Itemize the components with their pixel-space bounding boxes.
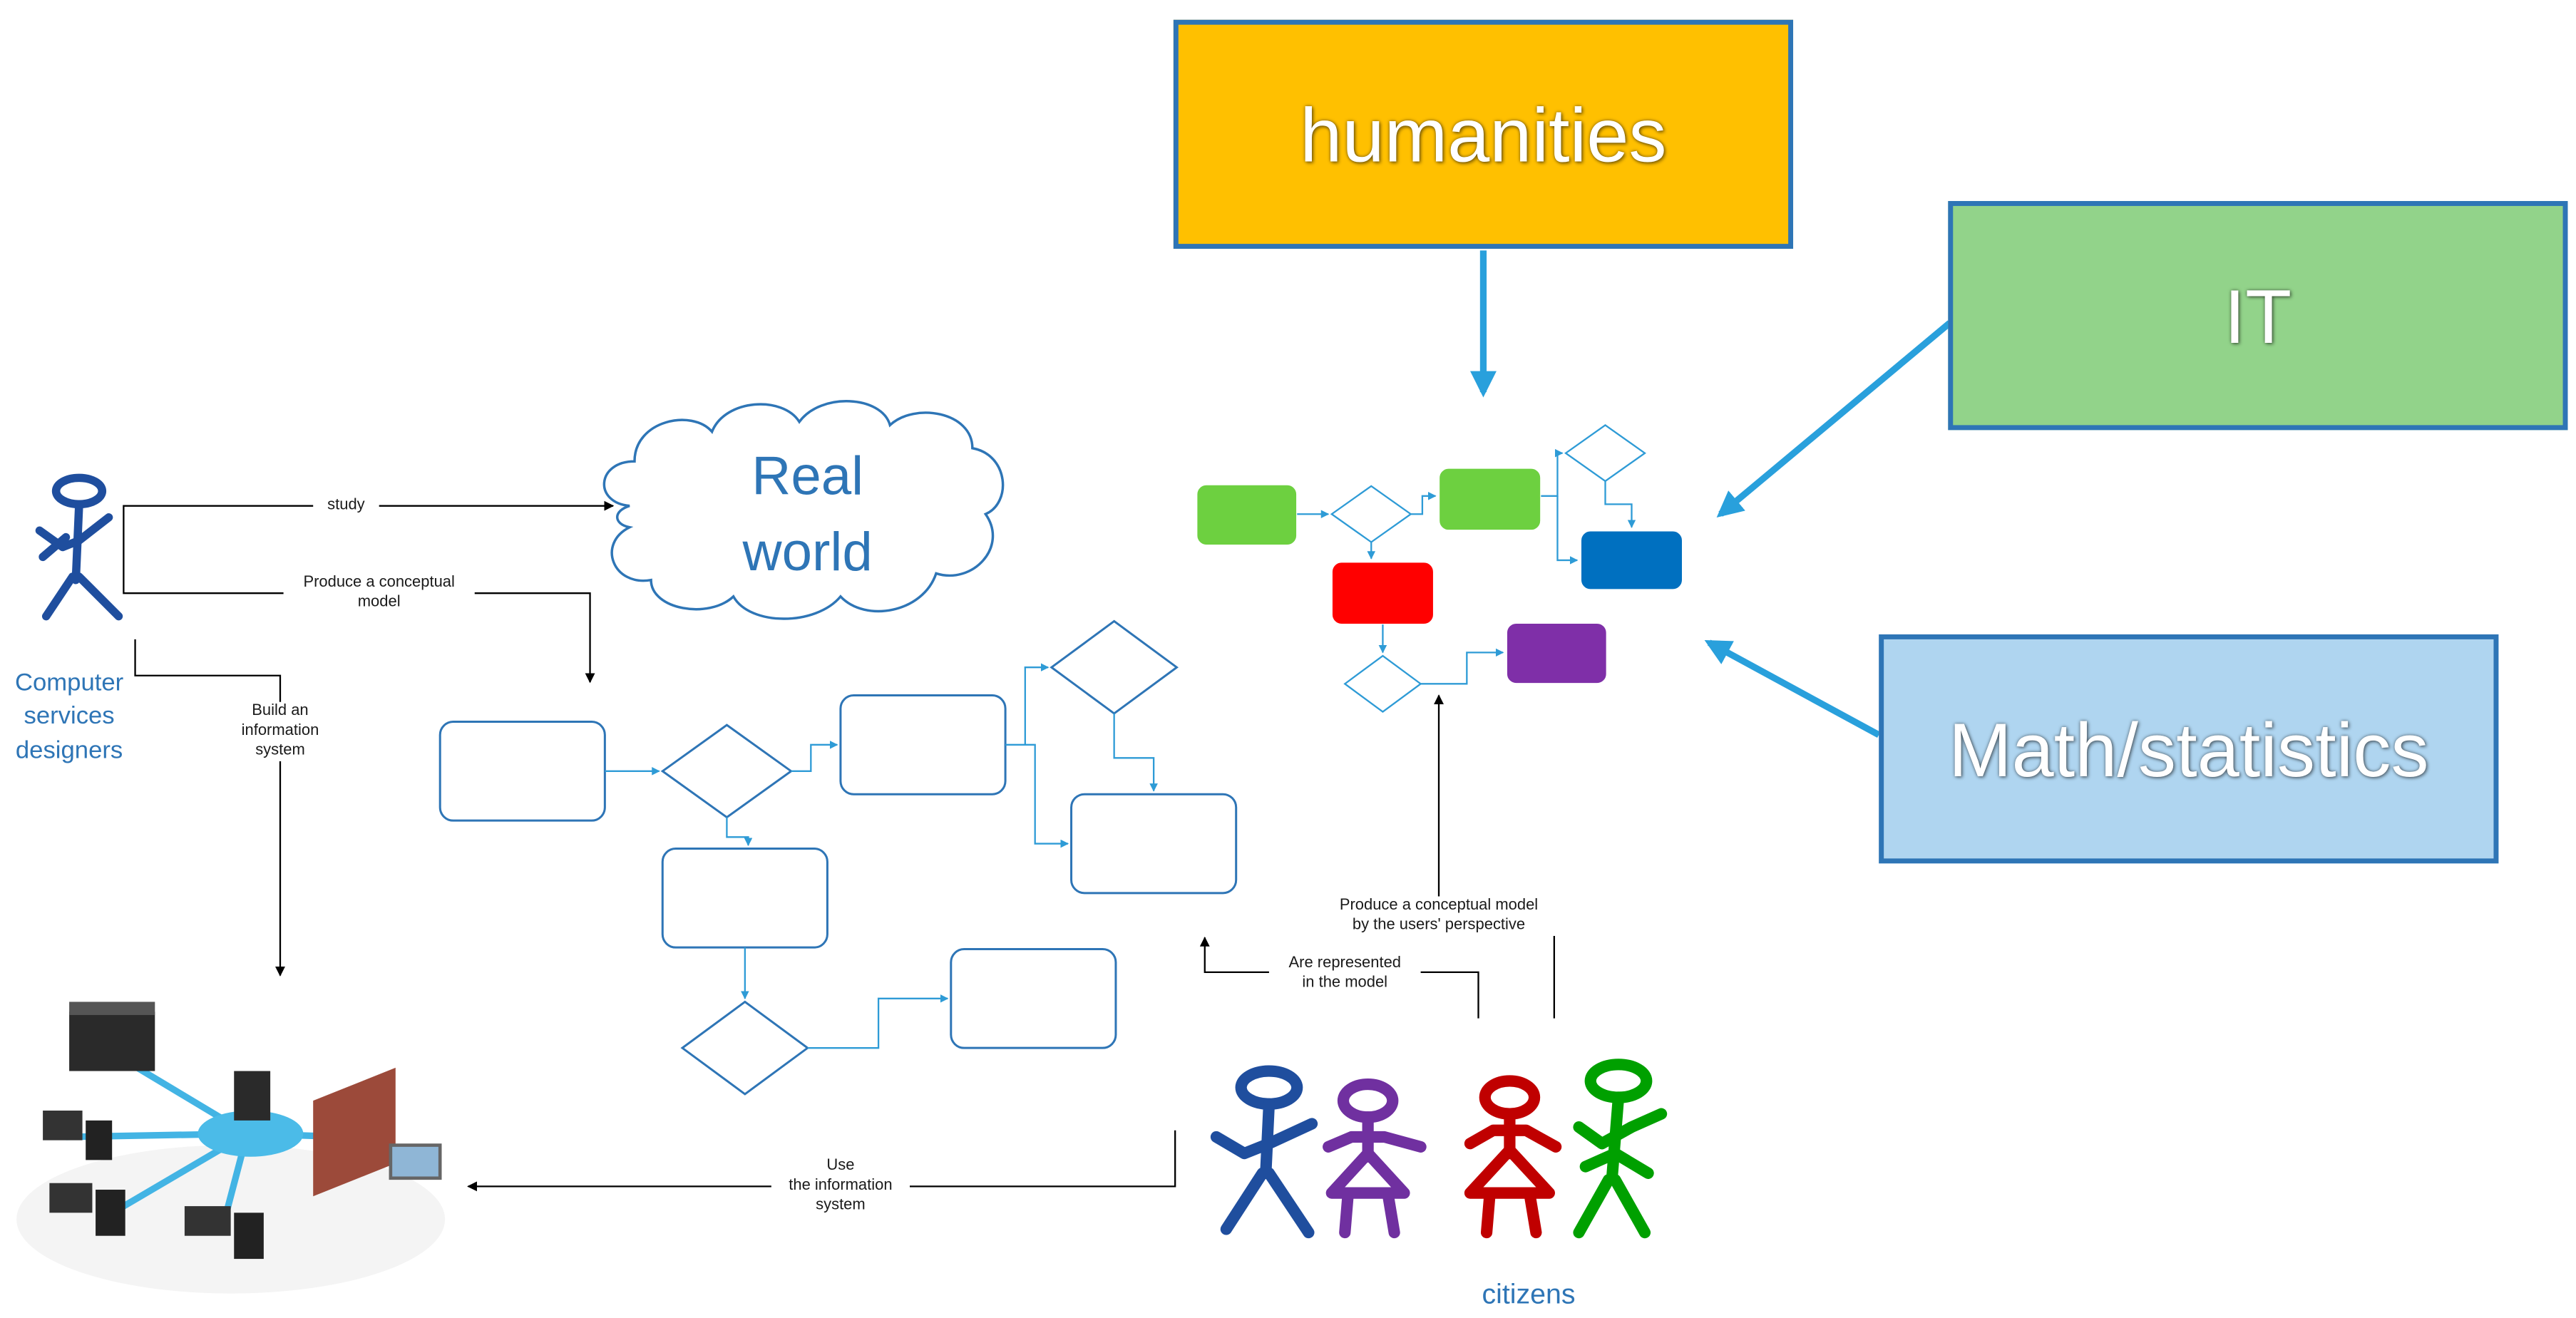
math-statistics-box: Math/statistics	[1879, 634, 2499, 864]
flowchart-process-box	[839, 694, 1007, 796]
colored-flowchart-box	[1437, 467, 1542, 532]
flowchart-decision-diamond	[660, 724, 794, 819]
colored-flowchart-box	[1330, 561, 1435, 626]
produce-model-label: Produce a conceptual model	[283, 573, 475, 613]
build-system-connector	[134, 639, 285, 977]
math-arrow	[1704, 639, 1881, 738]
flowchart-decision-diamond	[1564, 423, 1646, 483]
outline-flowchart	[438, 619, 1238, 1096]
users-perspective-label: Produce a conceptual model by the users'…	[1318, 896, 1559, 936]
humanities-box: humanities	[1173, 19, 1794, 249]
build-system-label: Build an information system	[227, 701, 333, 761]
group-of-stick-figures-icon	[1210, 1059, 1668, 1239]
represented-label: Are represented in the model	[1268, 954, 1421, 994]
flowchart-process-box	[1070, 793, 1238, 895]
flowchart-decision-diamond	[1343, 654, 1422, 714]
colored-flowchart-box	[1505, 622, 1608, 685]
it-label: IT	[2224, 272, 2292, 359]
flowchart-decision-diamond	[680, 1000, 810, 1096]
it-arrow	[1716, 320, 1952, 518]
flowchart-decision-diamond	[1050, 619, 1179, 715]
flowchart-process-box	[950, 947, 1117, 1049]
humanities-label: humanities	[1300, 91, 1667, 177]
use-system-connector	[467, 1130, 1176, 1192]
outline-flowchart-links	[605, 663, 1158, 1049]
colored-flowchart-box	[1579, 530, 1684, 591]
study-connector	[123, 500, 615, 569]
computer-network-icon	[16, 1002, 446, 1294]
citizens-label: citizens	[1482, 1278, 1576, 1310]
users-perspective-connector	[1434, 694, 1555, 1019]
it-box: IT	[1948, 201, 2568, 431]
study-label: study	[313, 495, 379, 516]
flowchart-process-box	[661, 847, 828, 949]
stick-figure-icon	[35, 473, 123, 621]
flowchart-process-box	[438, 720, 606, 822]
colored-flowchart-box	[1196, 483, 1298, 547]
cloud-icon	[602, 400, 1005, 620]
math-statistics-label: Math/statistics	[1948, 706, 2429, 792]
colored-flowchart	[1196, 423, 1684, 714]
flowchart-decision-diamond	[1330, 485, 1412, 543]
real-world-label: Real world	[742, 445, 873, 581]
designers-label: Computer services designers	[14, 669, 124, 764]
use-system-label: Use the information system	[771, 1156, 910, 1216]
